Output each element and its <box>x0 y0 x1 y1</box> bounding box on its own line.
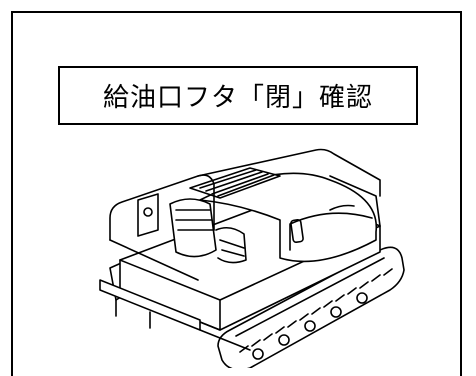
tracked-mower-machine-icon <box>99 148 405 368</box>
caption-box: 給油口フタ「閉」確認 <box>58 66 418 125</box>
document-frame <box>11 11 462 376</box>
track-treads <box>239 268 393 353</box>
cover-slot <box>290 218 304 244</box>
track-rollers <box>252 292 368 360</box>
caption-text: 給油口フタ「閉」確認 <box>102 83 373 113</box>
top-grille <box>189 167 281 199</box>
engine-cover <box>199 172 378 263</box>
roll-bar <box>109 174 215 241</box>
engine-block <box>137 193 247 264</box>
crawler-track <box>217 246 405 368</box>
